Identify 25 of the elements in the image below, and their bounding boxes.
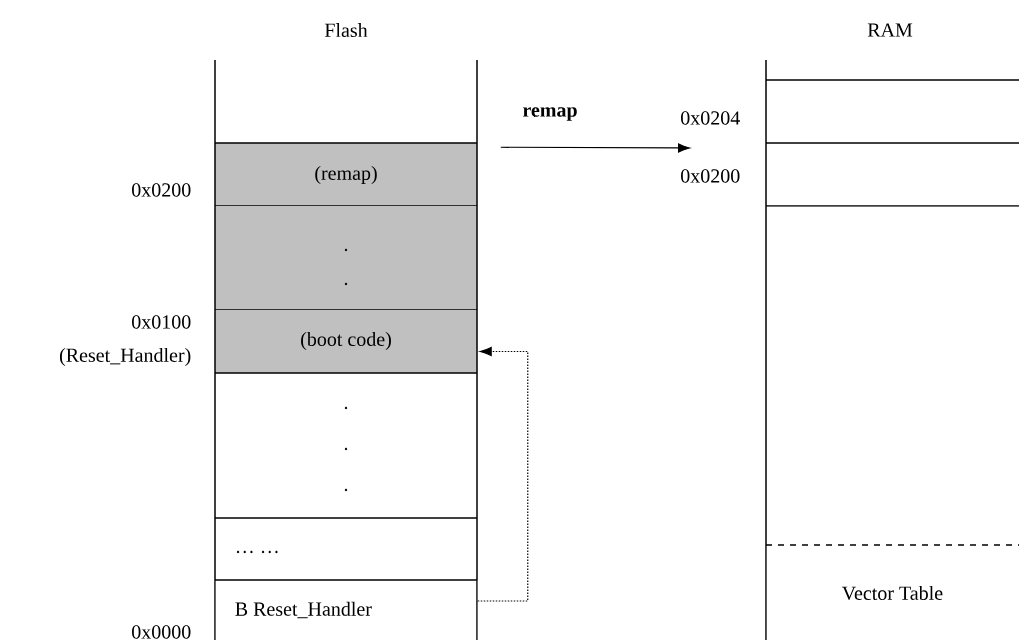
memory-cell <box>765 142 1019 207</box>
arrow <box>500 143 690 153</box>
address-label: (Reset_Handler) <box>59 347 191 367</box>
memory-cell: (remap) <box>214 142 478 207</box>
address-label: 0x0100 <box>132 315 191 329</box>
memory-cell: Vector Table <box>765 544 1019 640</box>
memory-cell: . . . <box>214 372 478 519</box>
memory-cell <box>214 59 478 144</box>
column-heading: Flash <box>324 22 368 37</box>
node-label: (remap) <box>315 165 377 185</box>
edge-label: remap <box>521 106 579 122</box>
address-label: 0x0204 <box>681 111 740 125</box>
memory-cell: … … <box>214 517 478 581</box>
node-label: . <box>344 282 348 286</box>
memory-cell <box>765 79 1019 144</box>
address-label: 0x0000 <box>132 625 191 639</box>
memory-cell: . . <box>214 205 478 311</box>
address-label: 0x0200 <box>132 183 191 197</box>
node-label: (boot code) <box>301 331 391 351</box>
memory-cell: (boot code) <box>214 309 478 374</box>
address-label: 0x0200 <box>681 169 740 183</box>
node-label: . <box>344 248 348 252</box>
column-heading: RAM <box>867 23 913 37</box>
arrow <box>477 346 529 602</box>
memory-cell: B Reset_Handler <box>214 579 478 640</box>
